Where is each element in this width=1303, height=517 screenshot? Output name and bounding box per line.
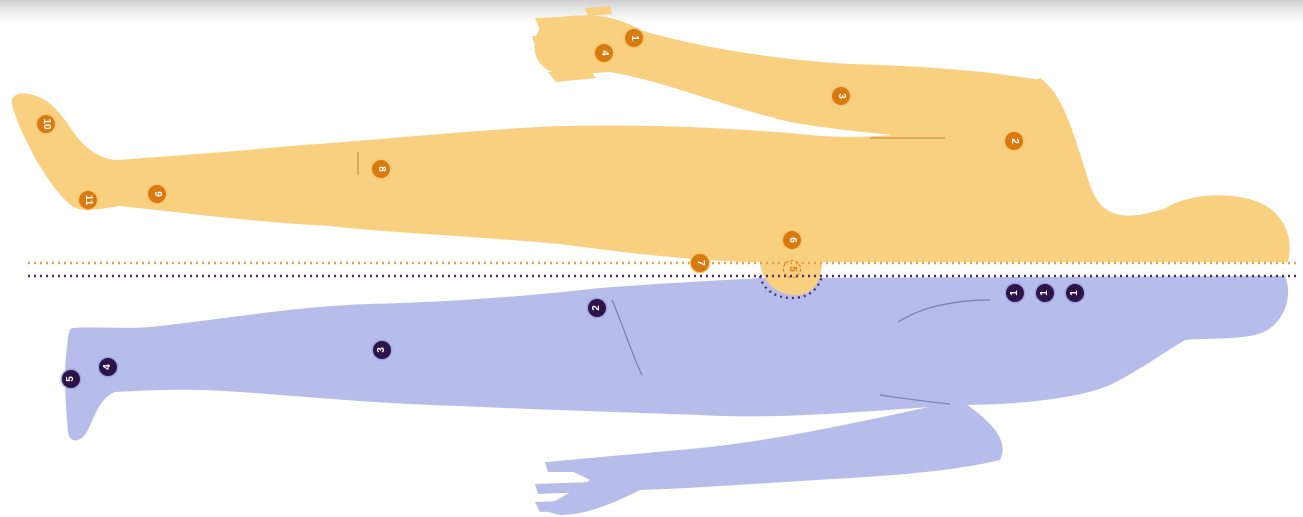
- back-view-torso-leg: [12, 78, 1290, 262]
- front-point-1c: 1: [1066, 284, 1084, 302]
- back-view-head: [1160, 195, 1290, 262]
- front-point-4: 4: [99, 358, 117, 376]
- front-view-arm: [540, 400, 1003, 515]
- back-point-3: 3: [832, 87, 850, 105]
- back-point-6: 6: [783, 231, 801, 249]
- back-point-1: 1: [625, 29, 643, 47]
- back-point-9: 9: [148, 185, 166, 203]
- front-view-torso-leg: [65, 276, 1288, 440]
- front-point-1b: 1: [1036, 284, 1054, 302]
- back-point-8: 8: [372, 160, 390, 178]
- back-point-11: 11: [79, 191, 97, 209]
- back-point-7: 7: [691, 254, 709, 272]
- back-point-4: 4: [595, 44, 613, 62]
- front-point-2: 2: [588, 299, 606, 317]
- front-view-figure: [65, 276, 1288, 515]
- back-view-figure: [12, 6, 1290, 262]
- back-point-5-hidden: 5: [783, 260, 801, 278]
- front-point-3: 3: [373, 341, 391, 359]
- front-point-5: 5: [62, 370, 80, 388]
- back-point-10: 10: [37, 115, 55, 133]
- front-point-1a: 1: [1006, 284, 1024, 302]
- back-point-2: 2: [1005, 132, 1023, 150]
